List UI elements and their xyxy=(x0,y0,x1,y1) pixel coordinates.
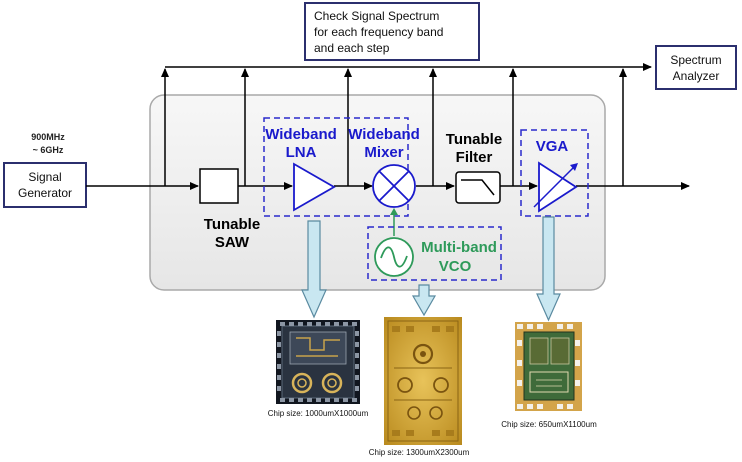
vco-label-line-1: Multi-band xyxy=(421,239,497,256)
spectrum-analyzer-line-1: Spectrum xyxy=(670,53,721,67)
vga-variable-arrow xyxy=(533,164,577,208)
mixer-chip-caption: Chip size: 1300umX2300um xyxy=(369,448,470,457)
lna-chip-photo xyxy=(276,320,360,404)
signal-generator-line-1: Signal xyxy=(28,170,61,184)
check-line-3: and each step xyxy=(314,41,390,55)
freq-range-line-1: 900MHz xyxy=(31,132,65,142)
mixer-label-line-2: Mixer xyxy=(364,144,403,161)
check-spectrum-callout xyxy=(304,2,480,61)
check-line-2: for each frequency band xyxy=(314,25,443,39)
saw-label-line-2: SAW xyxy=(215,234,250,251)
vco-sine-icon xyxy=(380,246,408,268)
mixer-cross-b xyxy=(378,170,410,202)
lna-label-line-1: Wideband xyxy=(265,126,337,143)
vga-chip-photo xyxy=(515,322,582,411)
vga-amplifier-symbol xyxy=(538,161,578,213)
lna-mixer-group-frame xyxy=(263,117,409,217)
vga-chip-caption: Chip size: 650umX1100um xyxy=(501,420,597,429)
mixer-chip-photo xyxy=(384,317,462,445)
mixer-label-line-1: Wideband xyxy=(348,126,420,143)
lo-arrowhead xyxy=(390,208,398,215)
saw-label-line-1: Tunable xyxy=(204,216,260,233)
vco-label-line-2: VCO xyxy=(439,258,472,275)
signal-generator-line-2: Generator xyxy=(18,186,72,200)
filter-label-line-1: Tunable xyxy=(446,131,502,148)
lna-amplifier-symbol xyxy=(293,162,336,212)
vga-frame xyxy=(520,129,589,217)
filter-label-line-2: Filter xyxy=(456,149,493,166)
spectrum-analyzer-box xyxy=(655,45,737,90)
freq-range-line-2: ~ 6GHz xyxy=(33,145,64,155)
spectrum-analyzer-line-2: Analyzer xyxy=(673,69,720,83)
vga-label: VGA xyxy=(536,138,569,155)
vga-chip-arrow xyxy=(536,216,561,322)
signal-generator-box xyxy=(3,162,87,208)
vga-variable-arrowhead xyxy=(570,163,578,171)
lna-label-line-2: LNA xyxy=(286,144,317,161)
filter-block xyxy=(455,171,501,204)
mixer-chip-arrow xyxy=(411,284,437,317)
lna-chip-caption: Chip size: 1000umX1000um xyxy=(268,409,369,418)
filter-response-icon xyxy=(461,179,495,196)
lna-chip-arrow xyxy=(301,220,327,319)
saw-block xyxy=(199,168,239,204)
check-line-1: Check Signal Spectrum xyxy=(314,9,439,23)
vco-frame xyxy=(367,226,502,281)
